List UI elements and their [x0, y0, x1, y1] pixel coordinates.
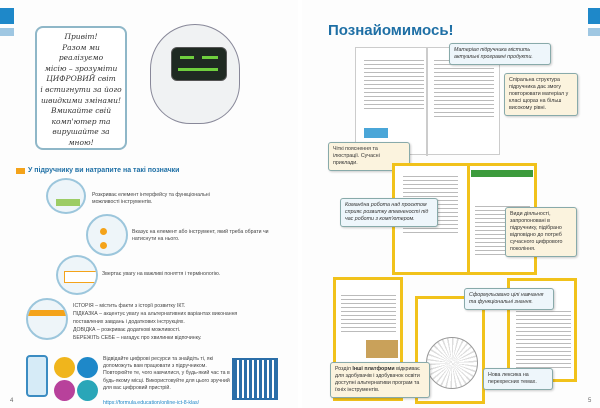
- page-tab-light: [0, 28, 14, 36]
- left-page: Привіт! Разом ми реалізуємо місію – зроз…: [0, 0, 298, 408]
- robot-illustration: [150, 24, 240, 124]
- robot-screen: [171, 47, 227, 81]
- label-reference: ДОВІДКА – розкриває додаткові можливості…: [73, 327, 181, 333]
- callout-team: Командна робота над проєктом сприяє розв…: [340, 198, 438, 227]
- label-hint: ПІДКАЗКА – акцентує увагу на альтернатив…: [73, 311, 238, 325]
- label-list: ІСТОРІЯ – містить факти з історії розвит…: [73, 302, 258, 342]
- speech-line: ЦИФРОВИЙ світ: [46, 74, 116, 84]
- textbook-spread-thumbnail: [355, 47, 500, 156]
- phone-qr-icon: [26, 355, 48, 397]
- digital-resources-text: Відвідайте цифрові ресурси та знайдіть т…: [103, 356, 230, 391]
- speech-line: і встигнути за його: [40, 84, 122, 94]
- folder-icon: [77, 357, 98, 378]
- page-tab-light: [588, 28, 600, 36]
- callout-platforms: Розділ Інші платформи відкриває для здоб…: [330, 362, 430, 398]
- callout-text: відкриває для здобувачів і здобувачок ос…: [335, 366, 420, 393]
- callout-activities: Види діяльності, запропоновані в підручн…: [505, 207, 577, 257]
- label-marker-icon: [26, 298, 68, 340]
- page-number: 5: [588, 398, 592, 404]
- callout-goals: Сформульовано цілі навчання та функціона…: [464, 288, 554, 310]
- label-history: ІСТОРІЯ – містить факти з історії розвит…: [73, 303, 186, 309]
- book-icon: [54, 380, 75, 401]
- term-marker-icon: [56, 255, 98, 295]
- speech-line: швидкими змінами!: [41, 95, 121, 105]
- speech-line: Вмикайте свій: [50, 106, 112, 116]
- speech-line: Разом ми реалізуємо: [58, 42, 104, 63]
- speech-line: Привіт!: [64, 32, 98, 41]
- resource-link[interactable]: https://formula.education/online-ict-8-k…: [103, 400, 200, 406]
- page-title: Познайомимось!: [328, 22, 454, 39]
- vocab-page-thumbnail: [507, 278, 577, 382]
- speech-line: вирушайте за мною!: [52, 127, 110, 147]
- speech-line: комп'ютер та: [51, 116, 111, 126]
- callout-text: Розділ: [335, 366, 353, 372]
- marker-text: Вказує на елемент або інструмент, який т…: [132, 229, 269, 242]
- globe-icon: [77, 380, 98, 401]
- marker-text: Розкриває елемент інтерфейсу та функціон…: [92, 192, 210, 205]
- pointer-marker-icon: [86, 214, 128, 256]
- section-title: У підручнику ви натрапите на такі познач…: [15, 167, 180, 174]
- page-number: 4: [10, 398, 14, 404]
- speech-line: місію – зрозуміти: [44, 63, 118, 73]
- app-icon: [54, 357, 75, 378]
- page-tab: [0, 8, 14, 24]
- speech-bubble: Привіт! Разом ми реалізуємо місію – зроз…: [35, 26, 127, 150]
- callout-vocab: Нова лексика на перехресних темах.: [483, 368, 553, 390]
- callout-spiral: Спіральна структура підручника дає змогу…: [504, 73, 578, 116]
- label-care: БЕРЕЖІТЬ СЕБЕ – нагадує про хвилинки від…: [73, 335, 202, 341]
- callout-bold: Інші платформи: [352, 366, 395, 372]
- marker-text: Звертає увагу на важливі поняття і термі…: [102, 271, 221, 277]
- callout-software: Матеріал підручника містить актуальні пр…: [449, 43, 551, 65]
- interface-marker-icon: [46, 178, 86, 214]
- qr-code: [232, 358, 278, 400]
- page-tab: [588, 8, 600, 24]
